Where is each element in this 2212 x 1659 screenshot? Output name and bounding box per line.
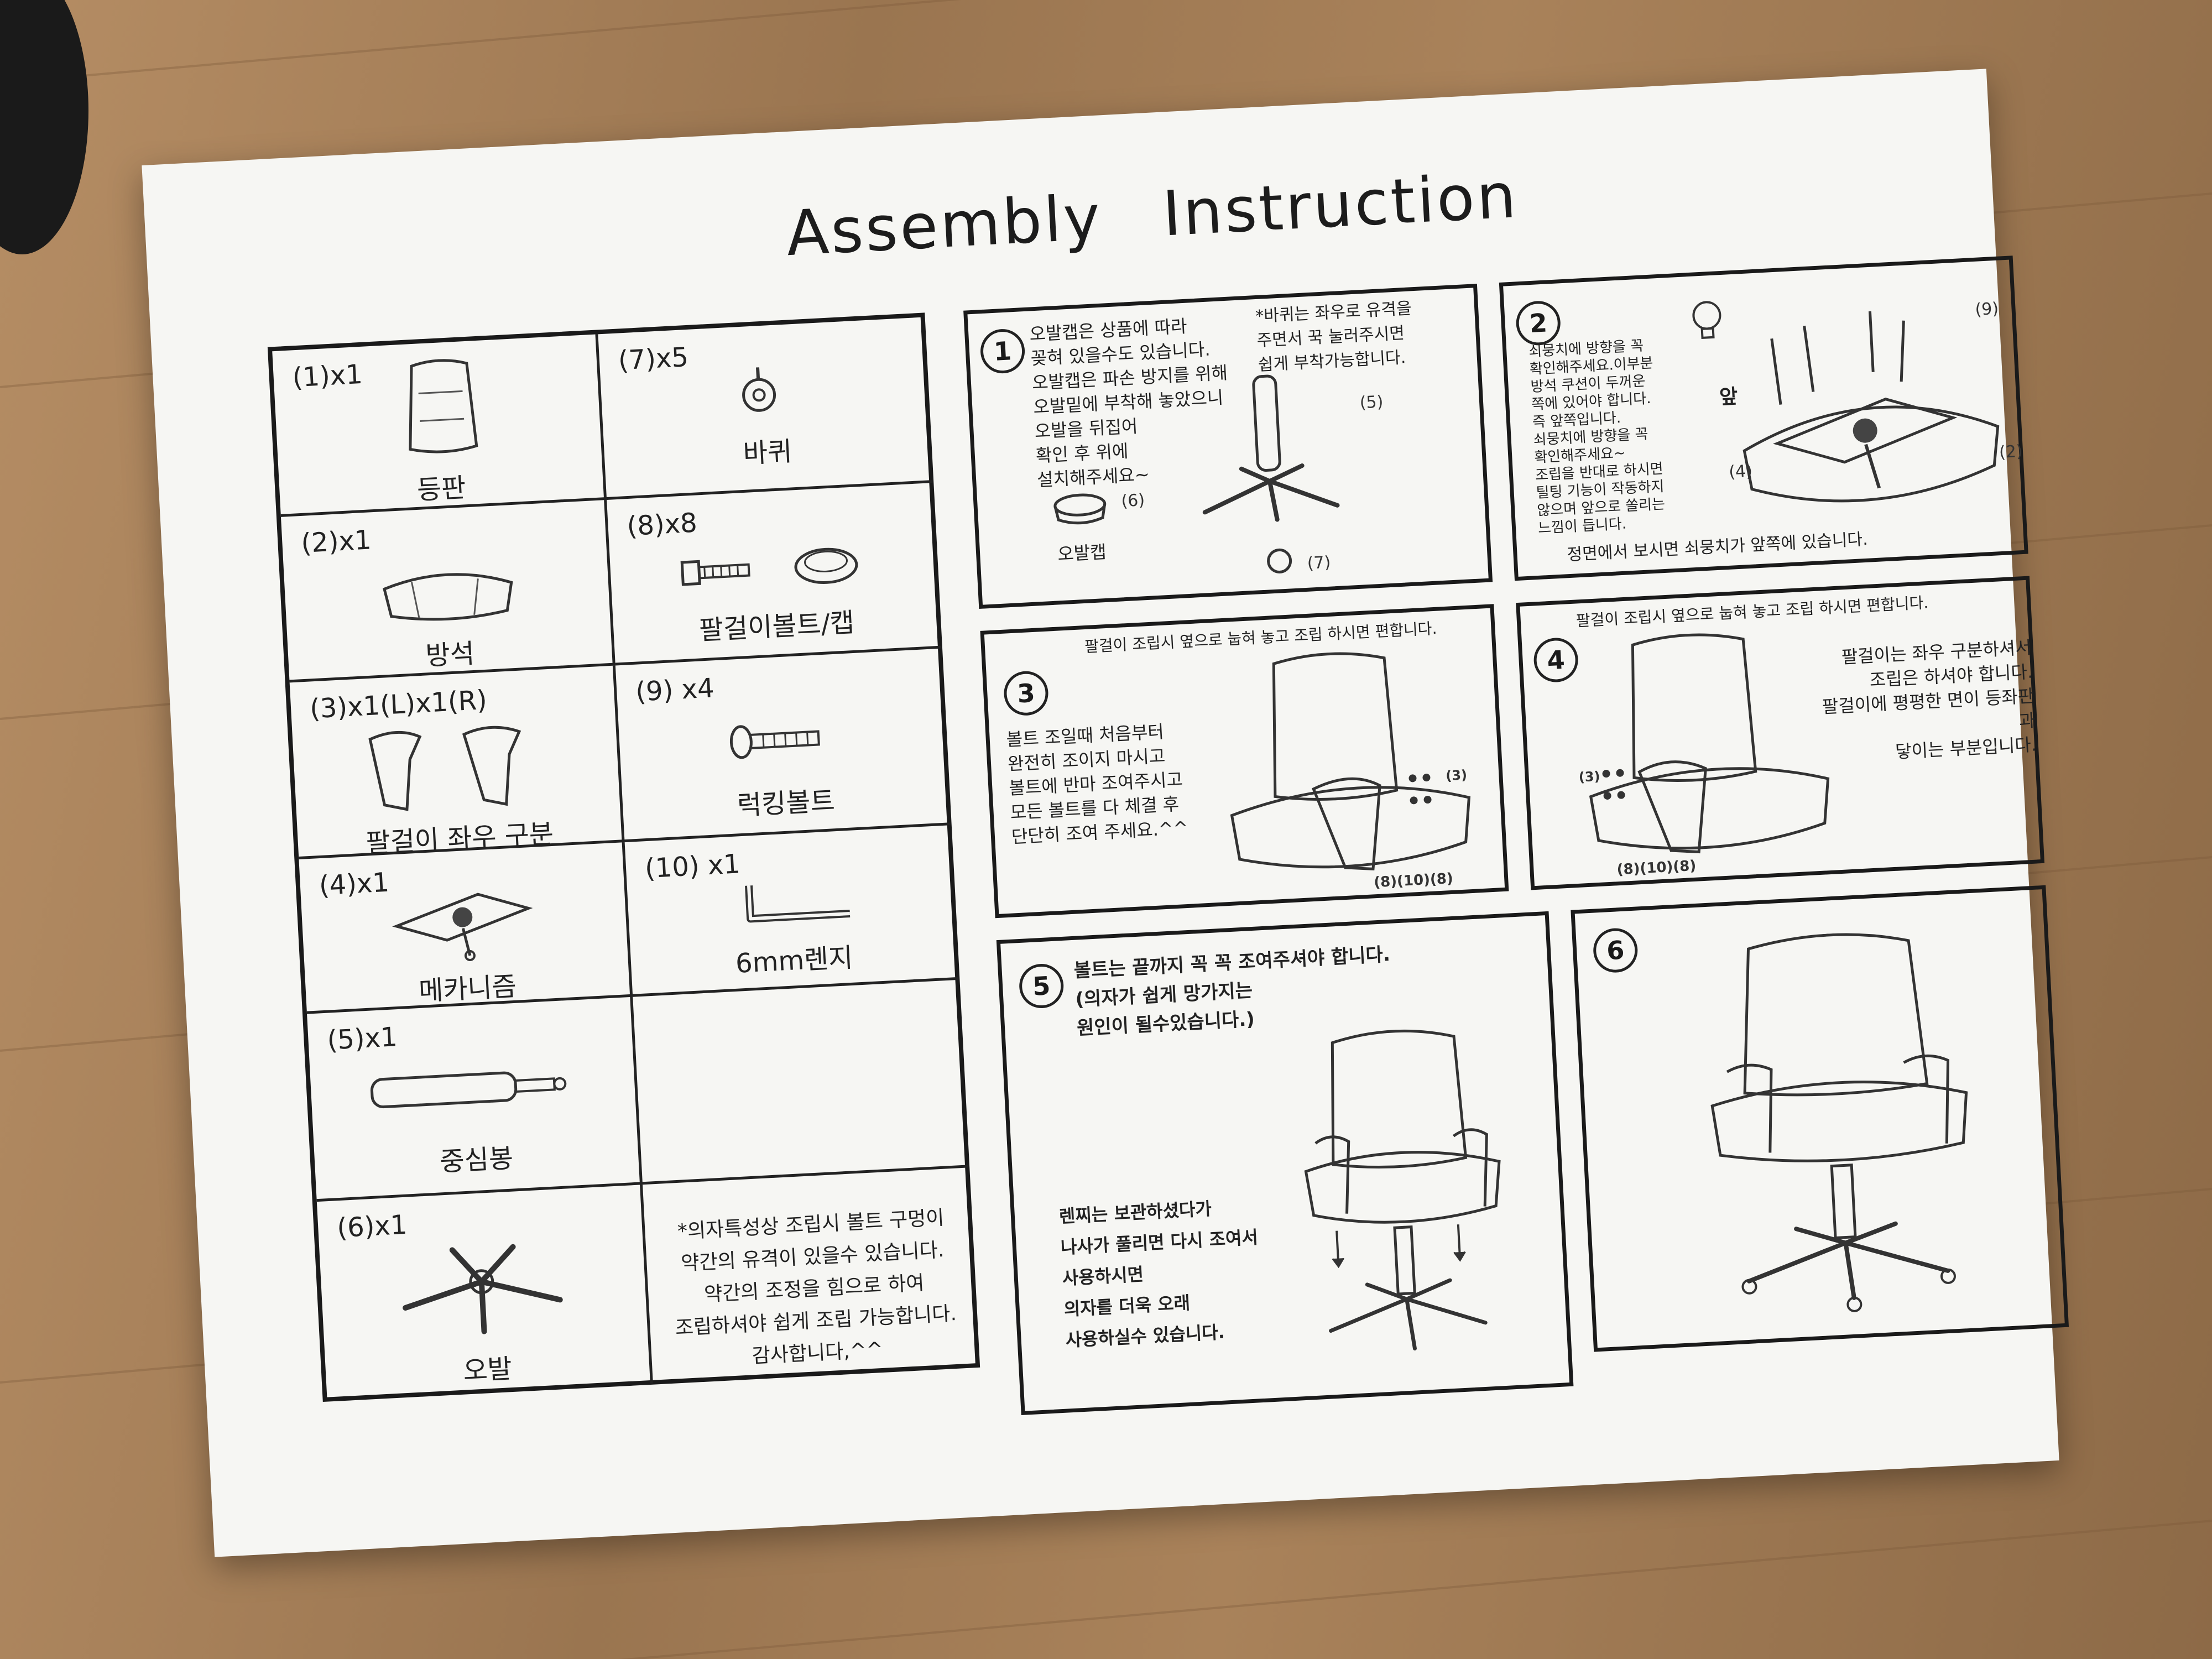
- star-base-icon: [403, 1244, 563, 1334]
- hex-wrench-icon: [745, 885, 851, 923]
- part-name: 팔걸이볼트/캡: [698, 607, 855, 646]
- backrest-icon: [409, 359, 478, 453]
- step-6-panel: 6: [1571, 885, 2069, 1352]
- step-2-panel: 2 쇠뭉치에 방향을 꼭 확인해주세요.이부분 방석 쿠션이 두꺼운 쪽에 있어…: [1499, 255, 2028, 581]
- part-name: 6mm렌지: [734, 942, 854, 979]
- step-5-panel: 5 볼트는 끝까지 꼭 꼭 조여주셔야 합니다. (의자가 쉽게 망가지는 원인…: [996, 911, 1574, 1415]
- ref-label: (7): [1307, 552, 1332, 573]
- ref-label: (2): [1999, 441, 2023, 463]
- step-number: 1: [979, 328, 1026, 375]
- step-number: 2: [1515, 300, 1562, 347]
- seat-and-mechanism-illustration: [1743, 311, 2000, 503]
- chair-armrest-left-illustration: [1230, 652, 1471, 870]
- seat-cushion-icon: [383, 573, 513, 621]
- caster-icon: [742, 367, 776, 412]
- assembly-note: *의자특성상 조립시 볼트 구멍이 약간의 유격이 있을수 있습니다. 약간의 …: [661, 1201, 967, 1377]
- part-name: 럭킹볼트: [736, 785, 836, 822]
- base-cap-icon: [1053, 493, 1107, 525]
- step-number: 6: [1592, 927, 1639, 974]
- gas-cylinder-icon: [370, 1071, 567, 1109]
- ref-label: (5): [1359, 392, 1384, 413]
- ref-labels: (8)(10)(8): [1373, 870, 1454, 891]
- parts-table: (1)x1 등판 (7)x5 바퀴 (2)x1 방석 (8)x8 팔걸이볼트/캡…: [267, 312, 980, 1402]
- part-cell-backrest: (1)x1 등판: [272, 334, 607, 517]
- bolt-and-cap-icon: [680, 547, 858, 586]
- part-count: (2)x1: [300, 524, 372, 559]
- part-cell-armrest-bolt: (8)x8 팔걸이볼트/캡: [607, 483, 942, 666]
- instruction-sheet: Assembly Instruction (1)x1 등판 (7)x5 바퀴 (…: [142, 69, 2069, 1557]
- part-count: (5)x1: [326, 1021, 398, 1056]
- ref-label: (4): [1728, 461, 1753, 482]
- base-with-cylinder-illustration: [1202, 374, 1340, 573]
- part-cell-wrench: (10) x1 6mm렌지: [624, 825, 959, 997]
- assembled-chair-illustration: [1304, 1029, 1501, 1351]
- step-1-panel: 1 오발캡은 상품에 따라 꽂혀 있을수도 있습니다. 오발캡은 파손 방지를 …: [963, 284, 1493, 609]
- ref-label: (6): [1120, 491, 1145, 512]
- part-count: (10) x1: [644, 848, 742, 885]
- armrest-pair-icon: [368, 726, 521, 811]
- ref-label: (3): [1445, 767, 1468, 784]
- step-4-panel: 팔걸이 조립시 옆으로 눕혀 놓고 조립 하시면 편합니다. 4 팔걸이는 좌우…: [1516, 576, 2045, 890]
- mechanism-icon: [392, 893, 533, 962]
- part-cell-empty: [633, 979, 969, 1185]
- step-2-text: 쇠뭉치에 방향을 꼭 확인해주세요.이부분 방석 쿠션이 두꺼운 쪽에 있어야 …: [1528, 333, 1738, 538]
- step-3-panel: 팔걸이 조립시 옆으로 눕혀 놓고 조립 하시면 편합니다. 3 볼트 조일때 …: [980, 604, 1509, 919]
- part-name: 바퀴: [742, 436, 793, 469]
- final-chair-illustration: [1710, 933, 1968, 1312]
- part-count: (9) x4: [634, 672, 715, 708]
- chair-armrest-right-illustration: [1589, 633, 1830, 854]
- part-count: (7)x5: [617, 341, 690, 377]
- part-name: 오발: [462, 1353, 513, 1387]
- ref-label: (9): [1974, 299, 1999, 320]
- part-count: (6)x1: [336, 1209, 408, 1244]
- part-cell-locking-bolt: (9) x4 럭킹볼트: [615, 648, 951, 843]
- locking-bolt-icon: [729, 725, 820, 759]
- part-cell-seat: (2)x1 방석: [280, 499, 615, 683]
- part-count: (1)x1: [291, 358, 364, 394]
- step-number: 5: [1018, 962, 1065, 1010]
- step-5-text: 렌찌는 보관하셨다가 나사가 풀리면 다시 조여서 사용하시면 의자를 더욱 오…: [1058, 1188, 1321, 1356]
- step-4-text: 팔걸이는 좌우 구분하셔서 조립은 하셔야 합니다. 팔걸이에 평평한 면이 등…: [1810, 635, 2037, 769]
- ref-labels: (8)(10)(8): [1616, 857, 1697, 879]
- step-1-note: *바퀴는 좌우로 유격을 주면서 꾹 눌러주시면 쉽게 부착가능합니다.: [1255, 293, 1479, 378]
- parts-note-cell: *의자특성상 조립시 볼트 구멍이 약간의 유격이 있을수 있습니다. 약간의 …: [643, 1167, 979, 1383]
- part-name: 중심봉: [439, 1142, 514, 1178]
- part-count: (4)x1: [318, 867, 390, 902]
- ref-label: (3): [1578, 768, 1601, 785]
- page-title: Assembly Instruction: [784, 160, 1520, 270]
- part-count: (3)x1(L)x1(R): [309, 684, 488, 725]
- part-cell-armrests: (3)x1(L)x1(R) 팔걸이 좌우 구분: [289, 665, 625, 859]
- part-count: (8)x8: [626, 507, 698, 542]
- part-cell-caster: (7)x5 바퀴: [598, 317, 933, 500]
- part-cell-gas-cylinder: (5)x1 중심봉: [307, 997, 643, 1202]
- part-cell-base: (6)x1 오발: [316, 1185, 653, 1401]
- lightbulb-icon: [1692, 301, 1721, 339]
- part-cell-mechanism: (4)x1 메카니즘: [299, 842, 633, 1014]
- base-cap-label: 오발캡: [1057, 541, 1107, 565]
- step-3-text: 볼트 조일때 처음부터 완전히 조이지 마시고 볼트에 반마 조여주시고 모든 …: [1006, 717, 1222, 849]
- step-number: 3: [1003, 670, 1050, 717]
